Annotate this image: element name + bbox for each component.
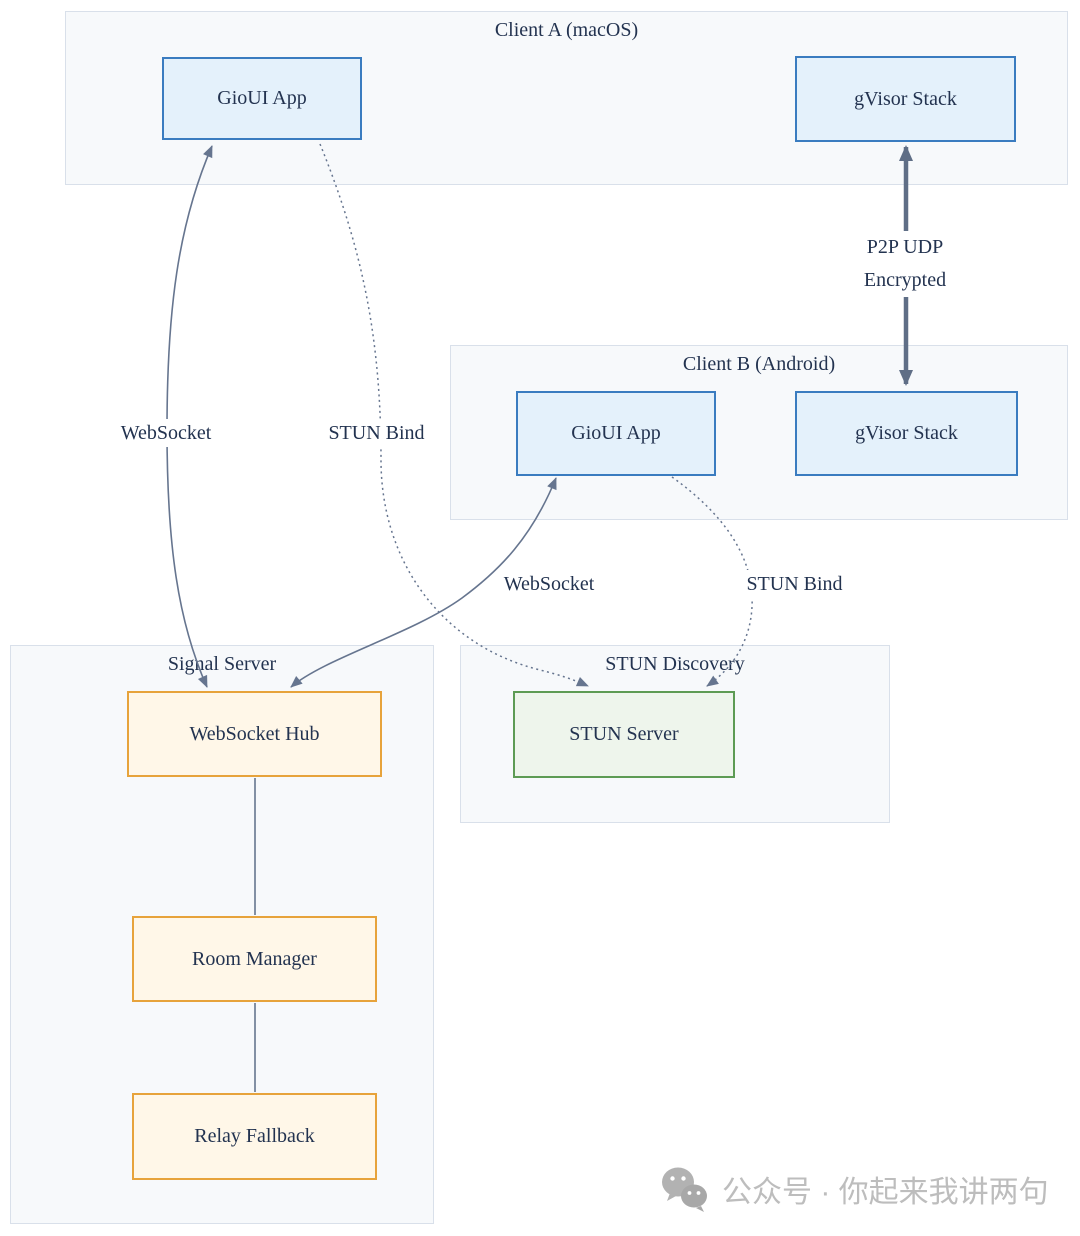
edge-label-stun-bind-b: STUN Bind xyxy=(746,570,843,598)
node-relay-fallback: Relay Fallback xyxy=(132,1093,377,1180)
node-gvisor-stack-client-a: gVisor Stack xyxy=(795,56,1016,142)
node-gvisor-stack-client-b-label: gVisor Stack xyxy=(855,422,958,444)
wechat-icon xyxy=(662,1167,707,1212)
container-client-b-title: Client B (Android) xyxy=(682,353,836,375)
container-stun-discovery-title: STUN Discovery xyxy=(605,653,745,675)
edge-websocket-client-a xyxy=(166,145,213,688)
edge-label-p2p-udp-line2: Encrypted xyxy=(863,269,947,291)
edge-label-p2p-udp-line1: P2P UDP xyxy=(866,236,944,258)
watermark-text: 公众号 · 你起来我讲两句 xyxy=(722,1176,1049,1209)
node-websocket-hub: WebSocket Hub xyxy=(127,691,382,777)
edge-stun-bind-client-a xyxy=(319,143,589,687)
edge-label-websocket-b: WebSocket xyxy=(497,570,601,598)
edge-label-p2p-udp: P2P UDP Encrypted xyxy=(845,231,965,297)
edge-label-stun-bind-a: STUN Bind xyxy=(328,419,425,447)
watermark: 公众号 · 你起来我讲两句 xyxy=(660,1165,1049,1213)
node-stun-server-label: STUN Server xyxy=(569,723,679,745)
node-room-manager-label: Room Manager xyxy=(192,947,317,970)
edge-label-websocket-a: WebSocket xyxy=(114,419,218,447)
edge-websocket-client-b xyxy=(290,477,557,688)
node-gvisor-stack-client-b: gVisor Stack xyxy=(795,391,1018,476)
node-gioui-app-client-b: GioUI App xyxy=(516,391,716,476)
node-gioui-app-client-a-label: GioUI App xyxy=(217,87,307,109)
node-relay-fallback-label: Relay Fallback xyxy=(194,1125,315,1147)
node-gioui-app-client-a: GioUI App xyxy=(162,57,362,140)
node-stun-server: STUN Server xyxy=(513,691,735,778)
container-client-a-title: Client A (macOS) xyxy=(494,19,639,41)
edge-stun-bind-client-b xyxy=(671,476,753,687)
node-websocket-hub-label: WebSocket Hub xyxy=(189,722,320,745)
node-gvisor-stack-client-a-label: gVisor Stack xyxy=(854,87,957,110)
node-room-manager: Room Manager xyxy=(132,916,377,1002)
node-gioui-app-client-b-label: GioUI App xyxy=(571,422,661,444)
